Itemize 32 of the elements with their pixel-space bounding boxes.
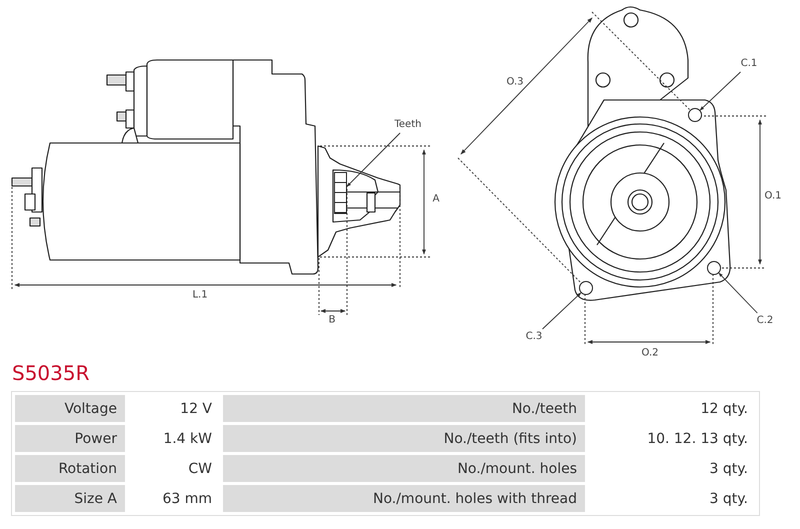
- pinion-teeth: [334, 172, 347, 214]
- spec-value-cell-text: 63 mm: [161, 490, 213, 508]
- dimension-label: O.3: [506, 76, 524, 88]
- leader-line: [700, 72, 741, 111]
- spec-name-cell: Power: [15, 425, 125, 452]
- spec-name-cell: No./teeth (fits into): [223, 425, 585, 452]
- spec-value-cell-text: 1.4 kW: [162, 430, 213, 448]
- spec-name-cell: No./mount. holes with thread: [223, 485, 585, 512]
- dimension-label: O.2: [642, 348, 658, 358]
- spec-name-cell: No./teeth: [223, 395, 585, 422]
- spec-value-cell-text: 12 qty.: [700, 400, 749, 418]
- spec-value-cell-text: CW: [187, 460, 213, 478]
- leader-line: [346, 132, 400, 187]
- dimension-label: L.1: [192, 290, 208, 300]
- callout-label: C.1: [736, 56, 762, 72]
- spec-name-cell: No./mount. holes: [223, 455, 585, 482]
- spec-value-cell-text: 12 V: [179, 400, 213, 418]
- spec-value-cell-text: 3 qty.: [708, 490, 749, 508]
- dimension-label: B: [328, 314, 336, 326]
- spec-name-cell: Rotation: [15, 455, 125, 482]
- callout-label: C.3: [521, 329, 547, 345]
- part-number-heading: S5035R: [12, 360, 90, 386]
- callout-label: Teeth: [388, 117, 428, 133]
- leader-line: [542, 292, 582, 330]
- spec-name-cell: Size A: [15, 485, 125, 512]
- spec-value-cell-text: 3 qty.: [708, 460, 749, 478]
- callout-label: C.2: [752, 313, 778, 329]
- leader-line: [718, 272, 758, 314]
- dimension-label: A: [432, 194, 440, 204]
- spec-value-cell-text: 10. 12. 13 qty.: [646, 430, 749, 448]
- dimension-label: O.1: [764, 190, 782, 202]
- spec-name-cell: Voltage: [15, 395, 125, 422]
